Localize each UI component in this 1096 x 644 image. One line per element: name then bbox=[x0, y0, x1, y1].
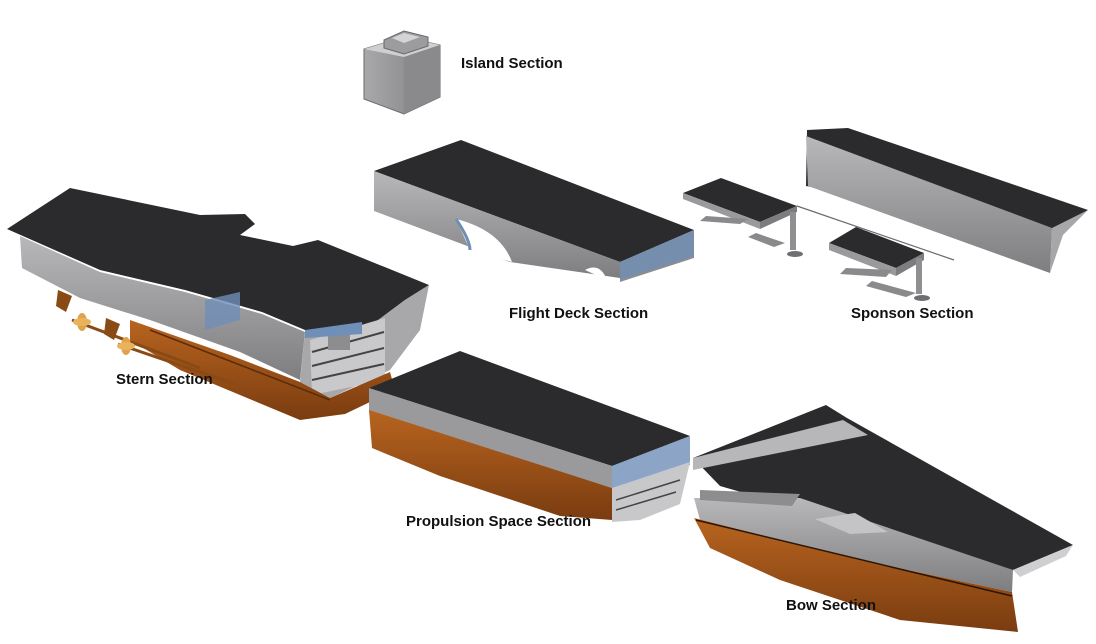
propulsion-space-section-label: Propulsion Space Section bbox=[406, 513, 592, 530]
flight-deck-section-label: Flight Deck Section bbox=[509, 305, 649, 322]
bow-section-label: Bow Section bbox=[786, 597, 877, 614]
bow-section-model bbox=[693, 405, 1073, 632]
propeller-icon bbox=[117, 337, 135, 355]
sponson-section-label: Sponson Section bbox=[851, 305, 974, 322]
propeller-icon bbox=[73, 313, 91, 331]
sponson-section-model bbox=[683, 128, 1088, 301]
island-section-model bbox=[363, 30, 441, 115]
island-section-label: Island Section bbox=[461, 55, 563, 72]
stern-section-model bbox=[7, 188, 429, 420]
propulsion-section-model bbox=[369, 351, 690, 522]
flight-deck-section-model bbox=[374, 140, 694, 282]
stern-section-label: Stern Section bbox=[116, 371, 213, 388]
